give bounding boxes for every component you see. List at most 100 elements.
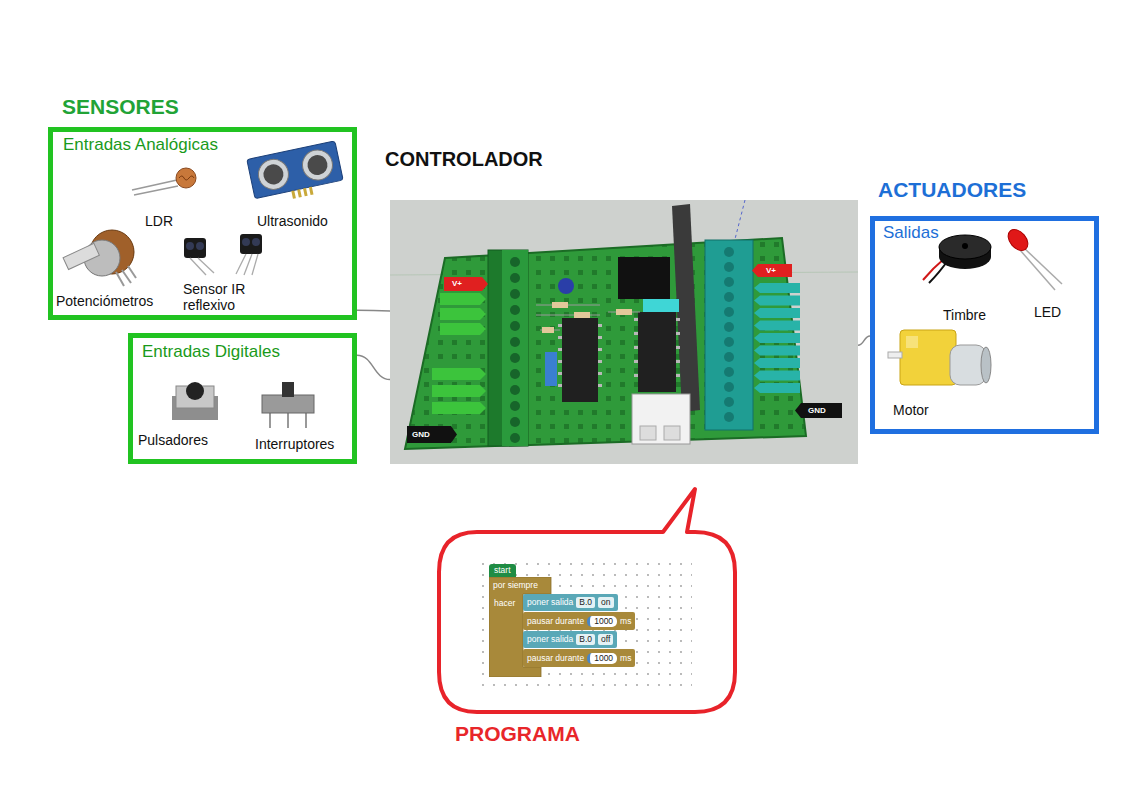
controller-board-illustration (432, 402, 486, 414)
ldr-illustration (176, 168, 196, 188)
number-field: 1000 (587, 653, 617, 664)
buzzer-illustration (923, 235, 991, 283)
controller-board-illustration (510, 417, 520, 427)
bracket-connector (357, 355, 390, 379)
ultrasonic-illustration (309, 187, 314, 195)
section-heading: CONTROLADOR (385, 147, 543, 171)
block-text: pausar durante (527, 653, 584, 664)
part-name: Potenciómetros (56, 293, 153, 309)
controller-board-illustration (598, 324, 602, 327)
controller-board-illustration (440, 323, 486, 335)
block-text: ms (620, 616, 631, 627)
motor-illustration (906, 336, 918, 348)
controller-board-illustration (510, 289, 520, 299)
controller-board-illustration (510, 257, 520, 443)
section-heading: ACTUADORES (878, 177, 1026, 202)
controller-board-illustration (432, 385, 486, 397)
block-text: por siempre (493, 580, 538, 591)
controller-board-illustration (598, 372, 602, 375)
controller-board-illustration (724, 367, 734, 377)
controller-board-illustration (542, 302, 632, 333)
ultrasonic-illustration (256, 157, 292, 193)
pause-block: pausar durante1000ms (523, 612, 635, 630)
controller-board-illustration (598, 348, 602, 351)
part-name: Interruptores (255, 436, 334, 452)
controller-board-illustration (536, 305, 640, 330)
potentiometer-illustration (128, 266, 136, 278)
motor-illustration (888, 352, 902, 358)
pause-block: pausar durante1000ms (523, 649, 635, 667)
section-heading: SENSORES (62, 94, 179, 119)
controller-board-illustration (724, 352, 734, 362)
block-text: start (494, 565, 511, 576)
motor-illustration (900, 330, 956, 385)
controller-board-illustration (664, 426, 680, 440)
part-name: LED (1034, 304, 1061, 320)
controller-board-illustration (510, 385, 520, 395)
part-name: Timbre (943, 307, 986, 323)
controller-board-illustration (618, 257, 670, 299)
bracket-connector (858, 336, 870, 345)
controller-board-illustration (536, 315, 600, 316)
ir-sensor-illustration (252, 254, 258, 275)
controller-board-illustration (542, 327, 554, 333)
speech-bubble-outline (482, 555, 692, 690)
controller-board-illustration (545, 352, 557, 386)
controller-board-illustration (754, 308, 800, 318)
ldr-illustration (134, 186, 178, 195)
controller-board-illustration (407, 426, 457, 443)
controller-board-illustration (634, 374, 638, 377)
controller-board-illustration (510, 273, 520, 283)
dropdown-field: B.0 (576, 634, 595, 645)
controller-board-illustration (634, 346, 638, 349)
part-name: Sensor IR reflexivo (183, 281, 265, 313)
ultrasonic-illustration (303, 188, 308, 196)
ultrasonic-illustration (247, 141, 343, 199)
bracket-connector (357, 310, 390, 312)
ultrasonic-illustration (300, 147, 336, 183)
ultrasonic-illustration (306, 153, 330, 177)
controller-board-illustration (795, 403, 842, 418)
led-illustration (1004, 226, 1032, 255)
controller-board-illustration (390, 200, 858, 464)
controller-board-illustration (510, 305, 520, 315)
potentiometer-illustration (63, 243, 99, 269)
ir-sensor-illustration (242, 238, 250, 246)
controller-board-illustration (724, 292, 734, 302)
controller-board: CONTROLADOR (390, 200, 858, 464)
controller-board-illustration (510, 433, 520, 443)
block-text: poner salida (527, 597, 573, 608)
controller-board-illustration (510, 353, 520, 363)
controller-board-illustration (754, 283, 800, 293)
block-text: hacer (494, 598, 515, 609)
controller-board-illustration (390, 200, 858, 464)
controller-board-illustration (754, 358, 800, 368)
slide-switch-illustration (262, 395, 314, 413)
block-text: ms (620, 653, 631, 664)
box-title: Entradas Analógicas (63, 135, 218, 155)
controller-board-illustration (574, 312, 590, 318)
ir-sensor-illustration (198, 258, 214, 273)
controller-board-illustration (558, 348, 562, 351)
controller-board-illustration (638, 312, 676, 392)
ir-sensor-illustration (240, 234, 262, 254)
ir-sensor-illustration (244, 254, 252, 275)
controller-board-illustration (558, 336, 562, 339)
ir-sensor-illustration (236, 254, 246, 274)
controller-board-illustration (724, 307, 734, 317)
controller-board-illustration (510, 321, 520, 331)
controller-board-illustration (676, 332, 680, 335)
controller-board-illustration (552, 302, 568, 308)
ldr-illustration (179, 176, 194, 180)
controller-board-illustration (634, 360, 638, 363)
controller-board-illustration (558, 324, 562, 327)
controller-board-illustration (724, 277, 734, 287)
motor-illustration (981, 347, 991, 383)
controller-board-illustration (432, 368, 486, 380)
controller-board-illustration (510, 257, 520, 267)
controller-board-illustration (724, 412, 734, 422)
controller-board-illustration (724, 382, 734, 392)
part-name: LDR (145, 213, 173, 229)
controller-board-illustration (676, 374, 680, 377)
controller-board-illustration (724, 247, 734, 422)
